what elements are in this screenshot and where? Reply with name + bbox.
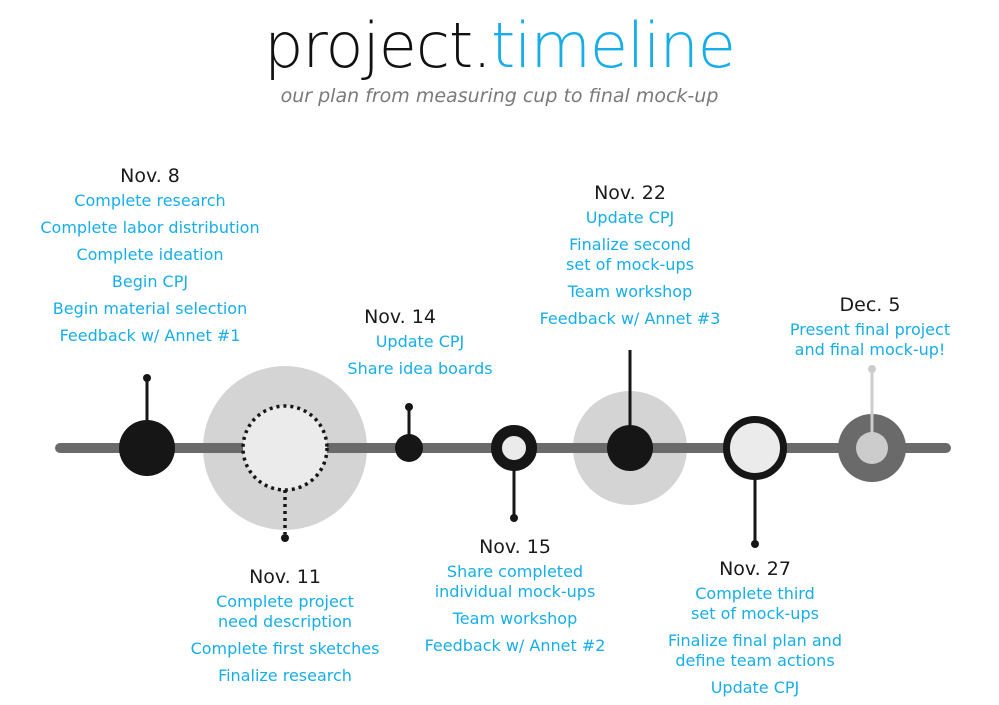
task-item: Finalize second set of mock-ups [566,235,694,274]
task-item: Feedback w/ Annet #2 [424,636,606,655]
task-item: Share completed individual mock-ups [434,562,596,601]
task-item: Team workshop [567,282,693,301]
marker-nov-15 [491,425,537,522]
marker-dec-5 [838,365,906,482]
title-part-timeline: timeline [490,9,736,82]
task-item: Feedback w/ Annet #3 [539,309,721,328]
task-item: Finalize final plan and define team acti… [668,631,842,670]
milestone-nov-11: Nov. 11 Complete project need descriptio… [170,564,400,693]
milestone-nov-22: Nov. 22 Update CPJ Finalize second set o… [515,180,745,336]
milestone-date: Nov. 14 [364,306,436,328]
marker-nov-22 [607,350,653,471]
page-title: project.timeline [0,6,999,86]
page-subtitle: our plan from measuring cup to final moc… [280,85,719,107]
milestone-date: Nov. 27 [719,558,791,580]
task-item: Begin CPJ [111,272,189,291]
title-part-project: project. [264,9,492,82]
task-item: Finalize research [218,666,352,685]
milestone-nov-8: Nov. 8 Complete research Complete labor … [20,163,280,353]
task-item: Complete labor distribution [40,218,260,237]
milestone-nov-27: Nov. 27 Complete third set of mock-ups F… [640,556,870,705]
task-item: Share idea boards [347,359,493,378]
task-item: Present final project and final mock-up! [789,320,951,359]
task-item: Begin material selection [52,299,248,318]
milestone-nov-15: Nov. 15 Share completed individual mock-… [400,534,630,663]
milestone-date: Nov. 15 [479,536,551,558]
task-item: Team workshop [452,609,578,628]
milestone-date: Dec. 5 [839,294,901,316]
task-item: Update CPJ [710,678,800,697]
milestone-dec-5: Dec. 5 Present final project and final m… [775,292,965,367]
milestone-date: Nov. 22 [594,182,666,204]
marker-nov-27 [723,416,787,548]
marker-nov-11 [241,404,329,542]
task-item: Feedback w/ Annet #1 [59,326,241,345]
milestone-date: Nov. 8 [120,165,180,187]
task-item: Complete project need description [216,592,354,631]
task-item: Update CPJ [375,332,465,351]
task-item: Update CPJ [585,208,675,227]
task-item: Complete research [74,191,226,210]
milestone-date: Nov. 11 [249,566,321,588]
task-item: Complete ideation [76,245,224,264]
task-item: Complete third set of mock-ups [691,584,819,623]
task-item: Complete first sketches [190,639,380,658]
marker-nov-14 [395,403,423,462]
marker-nov-8 [119,374,175,476]
milestone-nov-14: Nov. 14 Update CPJ Share idea boards [320,304,520,386]
